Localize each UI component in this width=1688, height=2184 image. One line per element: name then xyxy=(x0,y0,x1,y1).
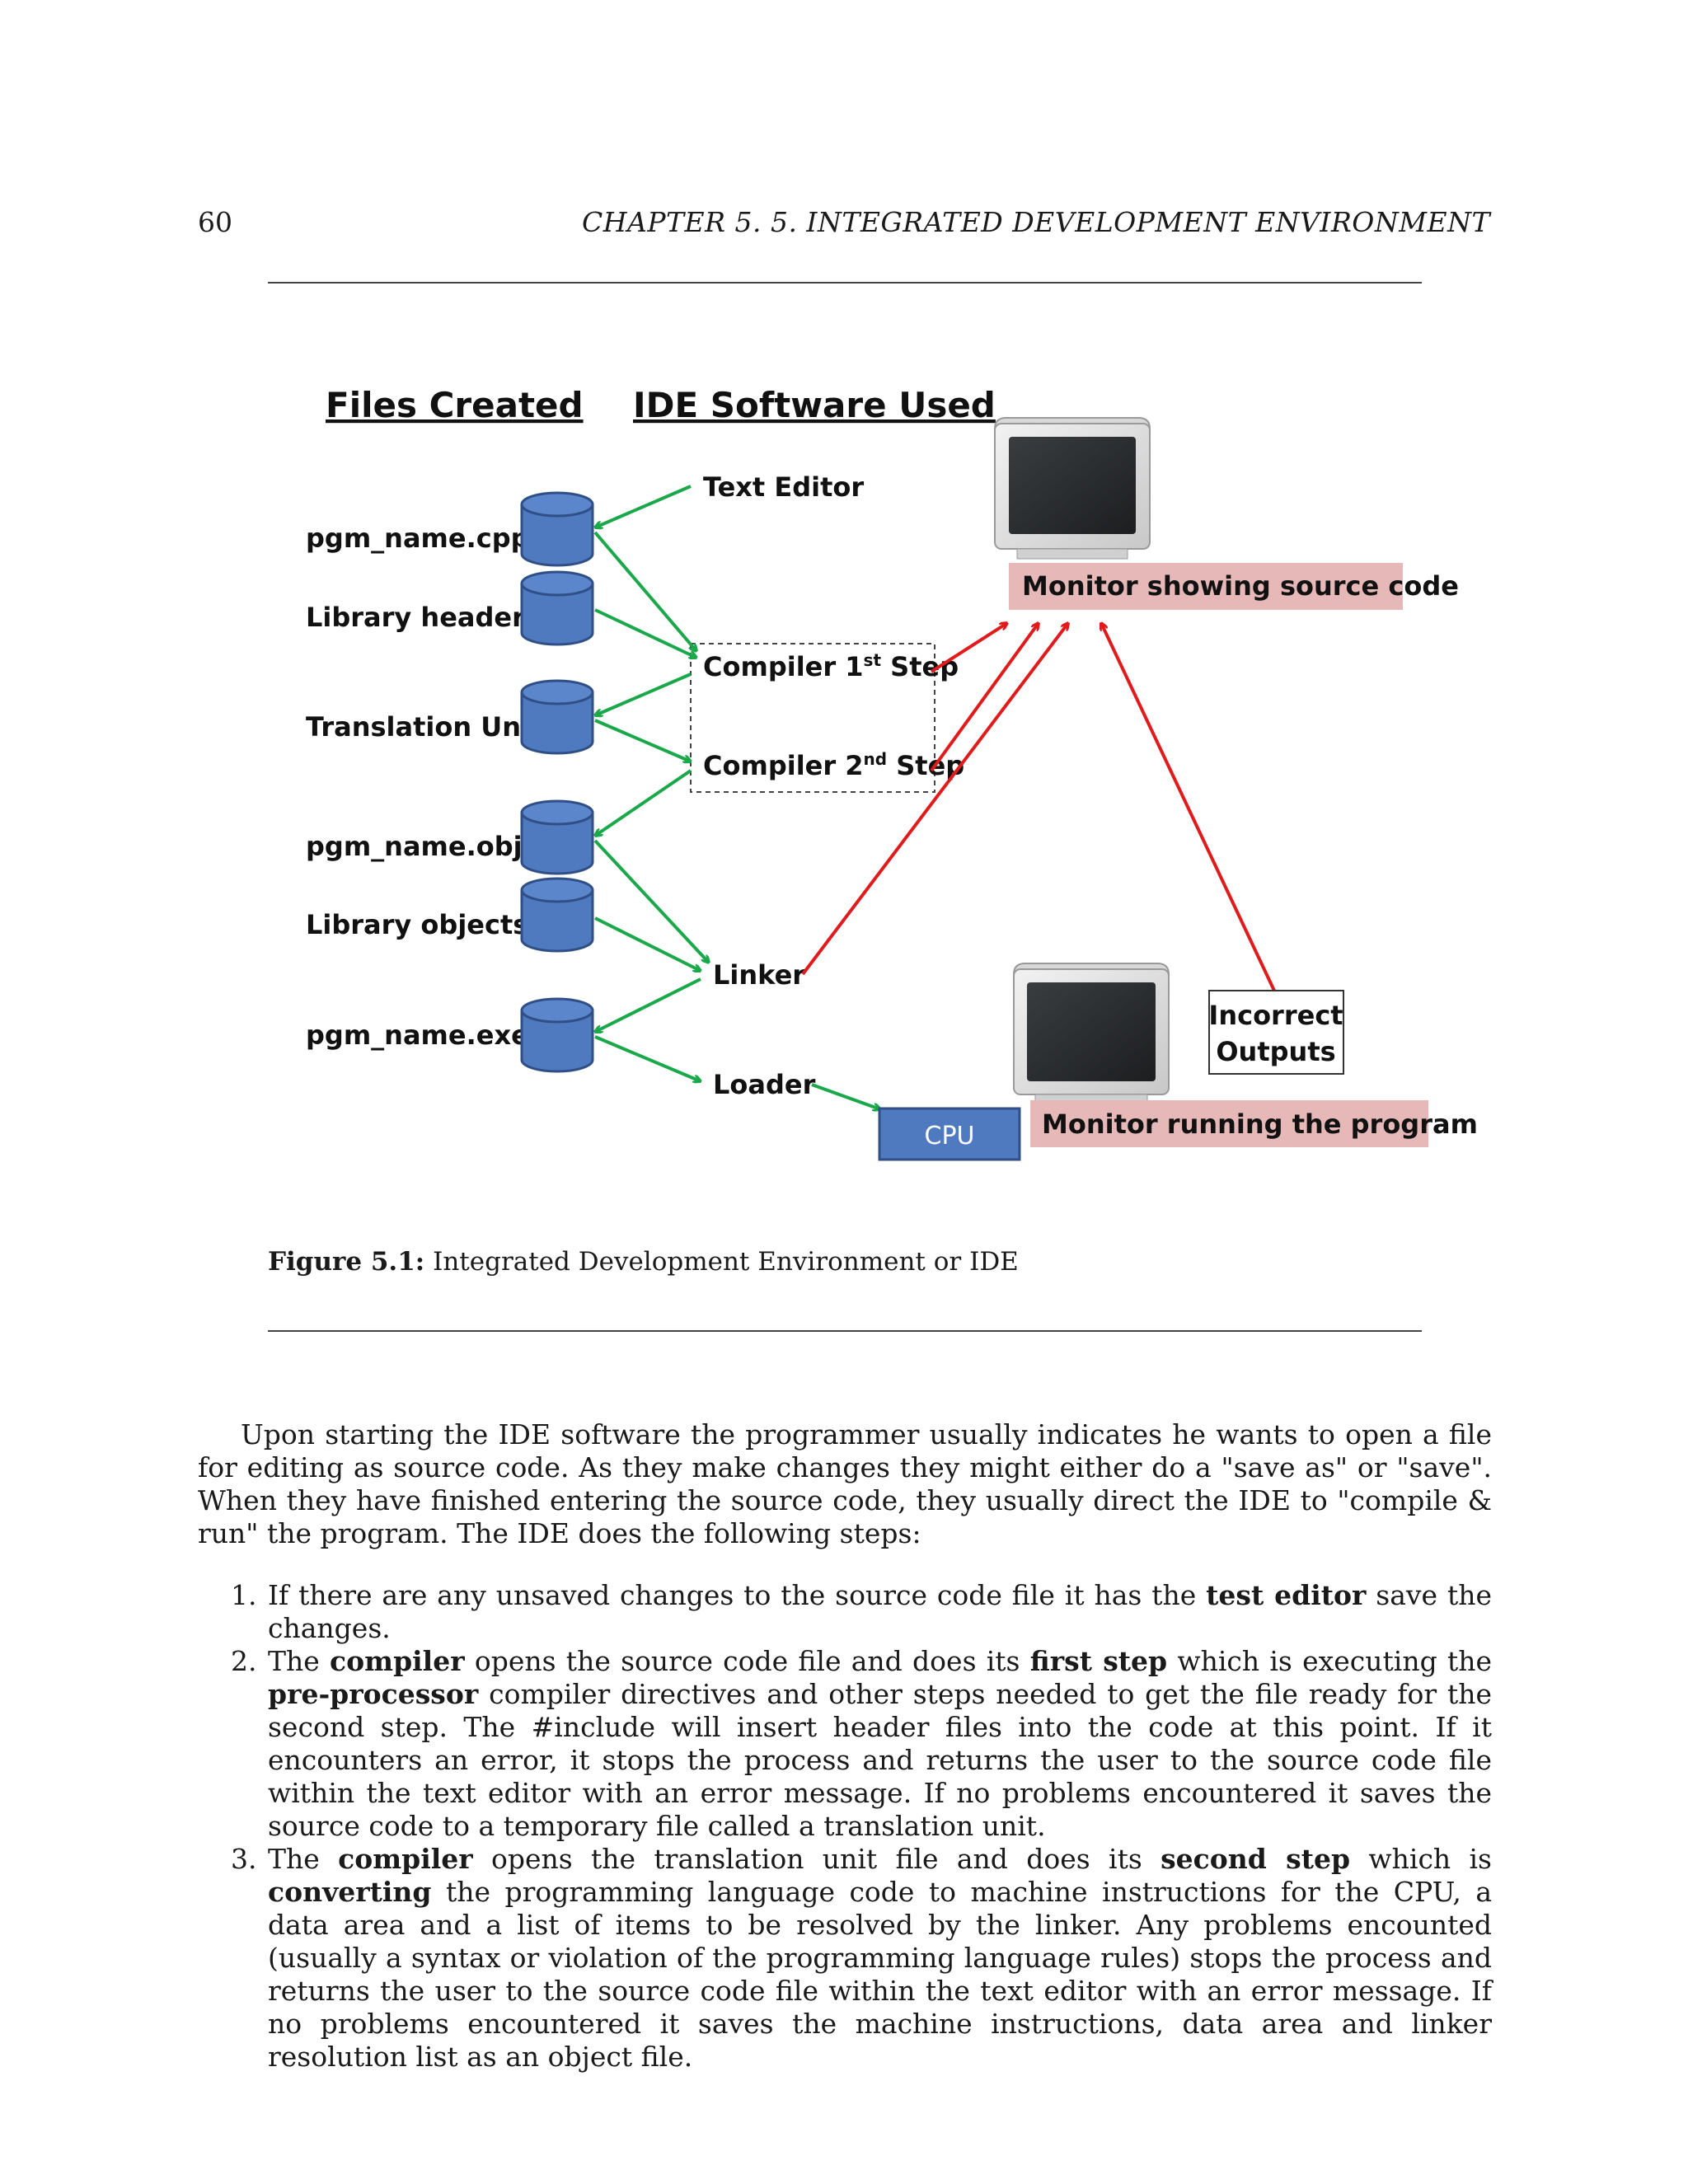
heading-files-created: Files Created xyxy=(326,385,584,425)
file-cylinder-icon xyxy=(520,877,594,953)
figure-caption: Figure 5.1: Integrated Development Envir… xyxy=(268,1247,1019,1277)
monitor-source-label-bg xyxy=(1009,563,1403,610)
file-label: pgm_name.cpp xyxy=(306,523,530,554)
file-label: Translation Unit xyxy=(306,711,542,743)
incorrect-outputs-line2: Outputs xyxy=(1216,1036,1335,1067)
monitor-icon xyxy=(1013,963,1170,1105)
bottom-rule xyxy=(268,1330,1422,1332)
file-cylinder-icon xyxy=(520,570,594,646)
list-item: 1.If there are any unsaved changes to th… xyxy=(231,1579,1492,1644)
list-item: 3.The compiler opens the translation uni… xyxy=(231,1843,1492,2073)
page-number: 60 xyxy=(198,206,232,238)
file-label: pgm_name.exe xyxy=(306,1019,529,1051)
steps-list: 1.If there are any unsaved changes to th… xyxy=(198,1579,1492,2074)
file-label: pgm_name.obj xyxy=(306,831,523,862)
error-feedback-arrows xyxy=(801,623,1276,991)
intro-paragraph: Upon starting the IDE software the progr… xyxy=(198,1418,1492,1549)
cpu-box xyxy=(878,1107,1021,1161)
linker-label: Linker xyxy=(713,959,805,991)
incorrect-outputs-box xyxy=(1208,990,1344,1075)
text-editor-label: Text Editor xyxy=(703,471,864,503)
file-label: Library objects xyxy=(306,909,528,940)
file-cylinder-icon xyxy=(520,491,594,567)
compiler-step-1-label: Compiler 1st Step xyxy=(703,650,959,682)
top-rule xyxy=(268,282,1422,284)
monitor-running-label-bg xyxy=(1030,1100,1428,1147)
heading-ide-software: IDE Software Used xyxy=(633,385,996,425)
monitor-icon xyxy=(994,417,1151,560)
ide-diagram: Files Created IDE Software Used pgm_name… xyxy=(306,385,1478,1161)
file-label: Library headers xyxy=(306,602,541,633)
file-cylinder-icon xyxy=(520,799,594,875)
list-item: 2.The compiler opens the source code fil… xyxy=(231,1645,1492,1842)
running-head: CHAPTER 5. 5. INTEGRATED DEVELOPMENT ENV… xyxy=(581,206,1490,238)
loader-label: Loader xyxy=(713,1069,816,1100)
cpu-label: CPU xyxy=(925,1122,975,1151)
monitor-running-label: Monitor running the program xyxy=(1042,1108,1478,1140)
workflow-arrows xyxy=(595,485,880,1109)
file-cylinder-icon xyxy=(520,997,594,1073)
compiler-step-2-label: Compiler 2nd Step xyxy=(703,749,964,781)
file-cylinder-icon xyxy=(520,679,594,755)
incorrect-outputs-line1: Incorrect xyxy=(1208,1000,1343,1031)
monitor-source-label: Monitor showing source code xyxy=(1022,570,1459,602)
compiler-steps-box xyxy=(690,643,935,793)
